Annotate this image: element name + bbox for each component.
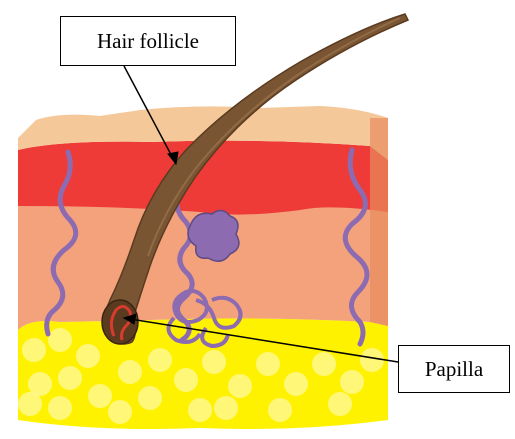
fat-cell — [328, 392, 352, 416]
fat-cell — [174, 368, 198, 392]
fat-cell — [88, 384, 112, 408]
fat-cell — [118, 360, 142, 384]
fat-cell — [18, 392, 42, 416]
skin-side-face — [370, 118, 388, 326]
fat-cell — [48, 396, 72, 420]
fat-cell — [360, 348, 384, 372]
fat-cell — [188, 398, 212, 422]
fat-cell — [228, 374, 252, 398]
fat-cell — [58, 366, 82, 390]
papilla-label: Papilla — [398, 345, 510, 393]
hair-follicle-label: Hair follicle — [60, 16, 236, 66]
fat-cell — [108, 400, 132, 424]
fat-cell — [214, 396, 238, 420]
fat-cell — [48, 328, 72, 352]
fat-cell — [256, 352, 280, 376]
fat-cell — [22, 338, 46, 362]
fat-cell — [138, 386, 162, 410]
fat-cell — [202, 350, 226, 374]
fat-cell — [340, 370, 364, 394]
fat-cell — [284, 372, 308, 396]
fat-cell — [148, 348, 172, 372]
fat-cell — [312, 352, 336, 376]
fat-cell — [268, 398, 292, 422]
fat-cell — [76, 344, 100, 368]
